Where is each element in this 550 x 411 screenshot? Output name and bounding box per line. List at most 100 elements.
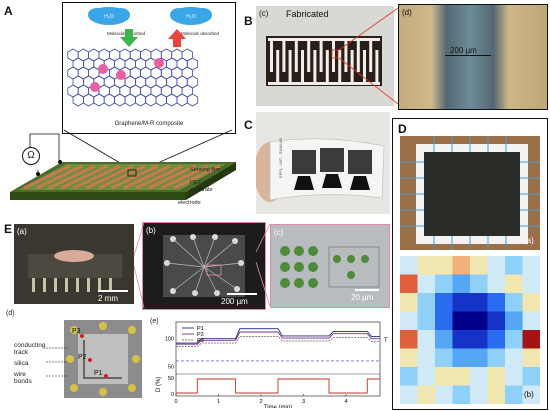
scale-bar-b [227,293,257,295]
comb-finger [270,40,273,72]
duty-cycle-line [176,378,380,394]
heat-cell [470,385,488,404]
comb-finger [356,40,360,72]
sensor-pad [292,150,316,174]
heat-cell [522,330,540,349]
cloud-left-icon [88,7,130,25]
heat-cell [452,293,471,312]
sub-c-label: (c) [259,9,269,18]
sensor-pad [320,148,344,172]
sub-d-a-label: (a) [524,236,534,245]
fabricated-label: Fabricated [286,9,329,19]
bond-wire [203,240,236,268]
heat-cell [522,293,540,312]
chip-pin [76,278,79,292]
heat-cell [417,274,436,294]
heat-cell [470,311,488,331]
heat-cell [505,330,523,349]
scale-arrow [445,55,491,56]
heat-cell [452,330,471,349]
heat-cell [435,330,453,349]
heatmap-image: (b) [400,256,540,404]
scale-bar-c [355,289,379,291]
wire-bond [99,322,107,330]
molecule-inset: H₂O H₂O Molecule adsorbed Molecule desor… [62,2,236,134]
legend-label: P1 [197,326,204,332]
heat-cell [435,367,453,386]
heat-cell [452,367,471,386]
sub-d-label: (d) [402,8,412,17]
heat-cell [400,274,418,294]
pillar [308,246,318,256]
panel-d-letter: D [398,122,407,136]
heat-cell [417,311,436,331]
heat-cell [400,385,418,404]
electrode-finger [135,164,184,190]
pillar [347,255,355,263]
panel-b-letter: B [244,14,253,28]
wire-bond [99,388,107,396]
measurement-point [80,334,84,338]
comb-finger [288,50,292,82]
desorbed-label: Molecule desorbed [181,31,220,36]
comb-finger [294,40,298,72]
y-axis-label-top: T (°C) [384,338,388,344]
sub-e-b-label: (b) [146,226,156,235]
chip-pin [32,278,35,292]
sensor-device [10,160,236,200]
heat-cell [435,385,453,404]
heat-cell [505,293,523,312]
legend-label: P2 [197,332,204,338]
electrode-finger [110,164,159,190]
heat-cell [505,348,523,368]
molecule-node [154,58,164,68]
heat-cell [417,256,436,275]
electrode-finger [123,164,171,190]
panel-e-letter: E [4,222,13,236]
pillar [294,246,304,256]
heat-cell [505,385,523,404]
ohm-meter-icon: Ω [22,147,40,165]
label-silica: silica [14,360,29,367]
heat-cell [435,348,453,368]
pillar [361,255,369,263]
molecule-left-label: H₂O [104,14,114,20]
comb-finger [319,40,323,72]
y-axis-label-bottom: D (%) [156,377,162,392]
sensor-layout: P3 P2 P1 [64,320,142,398]
comb-finger [282,40,286,72]
heat-cell [400,311,418,331]
point-p3: P3 [72,328,81,335]
series-line-p2 [176,331,380,345]
chip-pin [109,278,112,292]
comb-finger [313,50,317,82]
heat-cell [400,293,418,312]
chip-pin [87,278,90,292]
heat-cell [487,385,506,404]
heat-cell [522,256,540,275]
bond-wire [194,266,205,294]
scale-label: 200 µm [450,46,477,55]
panel-a-letter: A [4,4,13,18]
chip-pin [54,278,57,292]
pillar-photo: (c) 20 µm [270,224,390,308]
heat-cell [470,367,488,386]
y-tick-label-top: 50 [168,364,174,370]
y-tick-label-bottom: 50 [168,376,174,382]
molecule-right-label: H₂O [186,14,196,20]
sub-e-d-label: (d) [6,310,15,317]
heat-cell [400,367,418,386]
bond-wire [203,266,218,294]
sub-e-a-label: (a) [17,227,27,236]
comb-finger [325,50,329,82]
heat-cell [470,348,488,368]
zoom-connector [338,7,399,105]
contact-pad [350,176,370,190]
heat-cell [505,274,523,294]
panel-c-letter: C [244,118,253,132]
wire-bond [66,355,74,363]
heat-cell [487,256,506,275]
bond-wire [192,236,205,268]
pillar [280,246,290,256]
